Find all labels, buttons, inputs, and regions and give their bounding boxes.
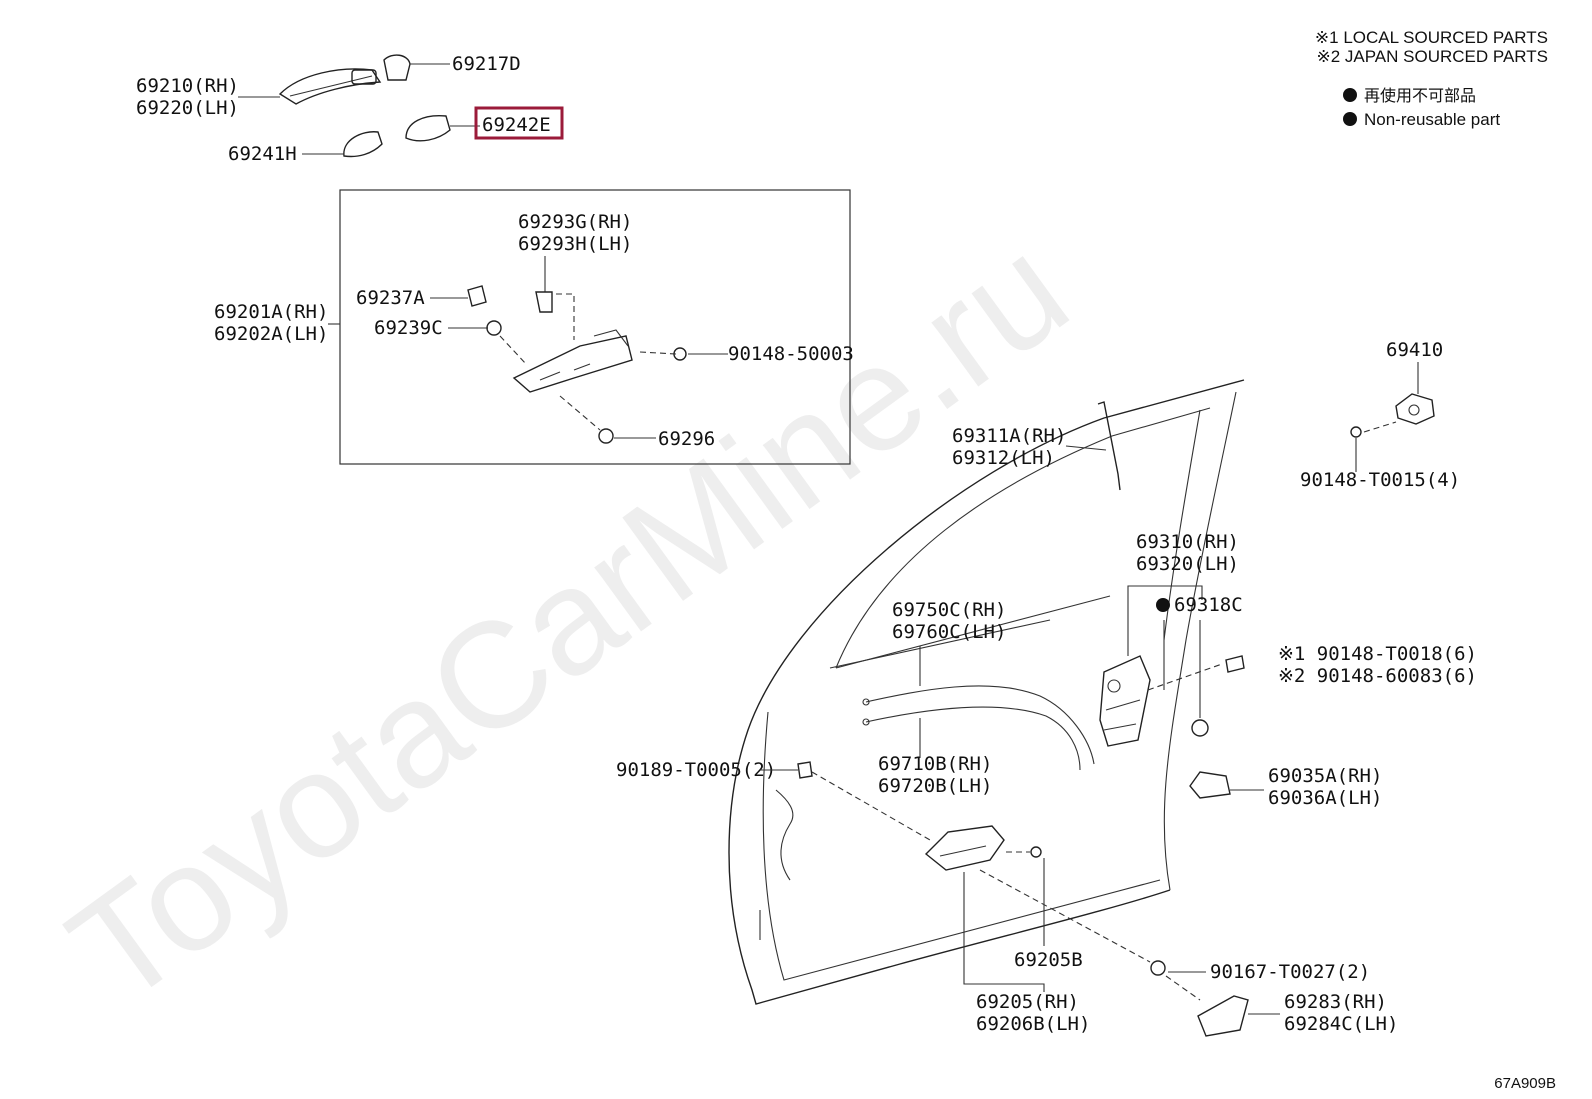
label-69220[interactable]: 69220(LH) [136,97,239,119]
striker-group: 69410 90148-T0015(4) [1300,339,1460,491]
label-69318C[interactable]: 69318C [1174,594,1243,616]
label-69296[interactable]: 69296 [658,428,715,450]
rod-group: 69311A(RH) 69312(LH) [952,401,1121,491]
label-69710B[interactable]: 69710B(RH) [878,753,992,775]
legend-note-japan: ※2 JAPAN SOURCED PARTS [1316,47,1548,66]
label-69035A[interactable]: 69035A(RH) [1268,765,1382,787]
label-69202A[interactable]: 69202A(LH) [214,323,328,345]
legend-note-local: ※1 LOCAL SOURCED PARTS [1315,28,1548,47]
label-69036A[interactable]: 69036A(LH) [1268,787,1382,809]
label-69320[interactable]: 69320(LH) [1136,553,1239,575]
label-90167-T0027[interactable]: 90167-T0027(2) [1210,961,1370,983]
inside-handle-group: 90189-T0005(2) 69205B 69205(RH) 69206B(L… [616,759,1398,1037]
highlight-box [474,106,564,140]
label-69205B[interactable]: 69205B [1014,949,1083,971]
label-69242E[interactable]: 69242E [482,114,551,136]
label-69760C[interactable]: 69760C(LH) [892,621,1006,643]
label-90148-T0018[interactable]: ※1 90148-T0018(6) [1278,643,1477,665]
outside-handle-group: 69210(RH) 69220(LH) 69217D 69241H 69242E [136,53,564,165]
label-69311A[interactable]: 69311A(RH) [952,425,1066,447]
label-69239C[interactable]: 69239C [374,317,443,339]
label-69750C[interactable]: 69750C(RH) [892,599,1006,621]
figure-code: 67A909B [1494,1075,1556,1092]
label-69237A[interactable]: 69237A [356,287,425,309]
label-69217D[interactable]: 69217D [452,53,521,75]
legend: ※1 LOCAL SOURCED PARTS ※2 JAPAN SOURCED … [1315,28,1548,129]
frame-assembly-box: 69201A(RH) 69202A(LH) 69293G(RH) 69293H(… [214,189,854,465]
label-90148-50003[interactable]: 90148-50003 [728,343,854,365]
label-69410[interactable]: 69410 [1386,339,1443,361]
label-69283[interactable]: 69283(RH) [1284,991,1387,1013]
label-69284C[interactable]: 69284C(LH) [1284,1013,1398,1035]
label-69205[interactable]: 69205(RH) [976,991,1079,1013]
label-69293H[interactable]: 69293H(LH) [518,233,632,255]
label-69241H[interactable]: 69241H [228,143,297,165]
label-69312[interactable]: 69312(LH) [952,447,1055,469]
label-90189-T0005[interactable]: 90189-T0005(2) [616,759,776,781]
label-69206B[interactable]: 69206B(LH) [976,1013,1090,1035]
label-69310[interactable]: 69310(RH) [1136,531,1239,553]
label-69210[interactable]: 69210(RH) [136,75,239,97]
cable-group: 69750C(RH) 69760C(LH) 69710B(RH) 69720B(… [862,599,1095,797]
legend-nonreusable-jp: 再使用不可部品 [1364,86,1476,105]
label-90148-T0015[interactable]: 90148-T0015(4) [1300,469,1460,491]
legend-nonreusable-en: Non-reusable part [1364,110,1500,129]
nonreusable-dot-icon [1343,88,1357,102]
nonreusable-dot-icon [1343,112,1357,126]
door-outline [728,379,1245,1005]
lock-assembly-group: 69310(RH) 69320(LH) 69318C ※1 90148-T001… [1099,531,1477,809]
label-69293G[interactable]: 69293G(RH) [518,211,632,233]
label-69720B[interactable]: 69720B(LH) [878,775,992,797]
label-90148-60083[interactable]: ※2 90148-60083(6) [1278,665,1477,687]
nonreusable-dot-icon [1156,598,1170,612]
label-69201A[interactable]: 69201A(RH) [214,301,328,323]
